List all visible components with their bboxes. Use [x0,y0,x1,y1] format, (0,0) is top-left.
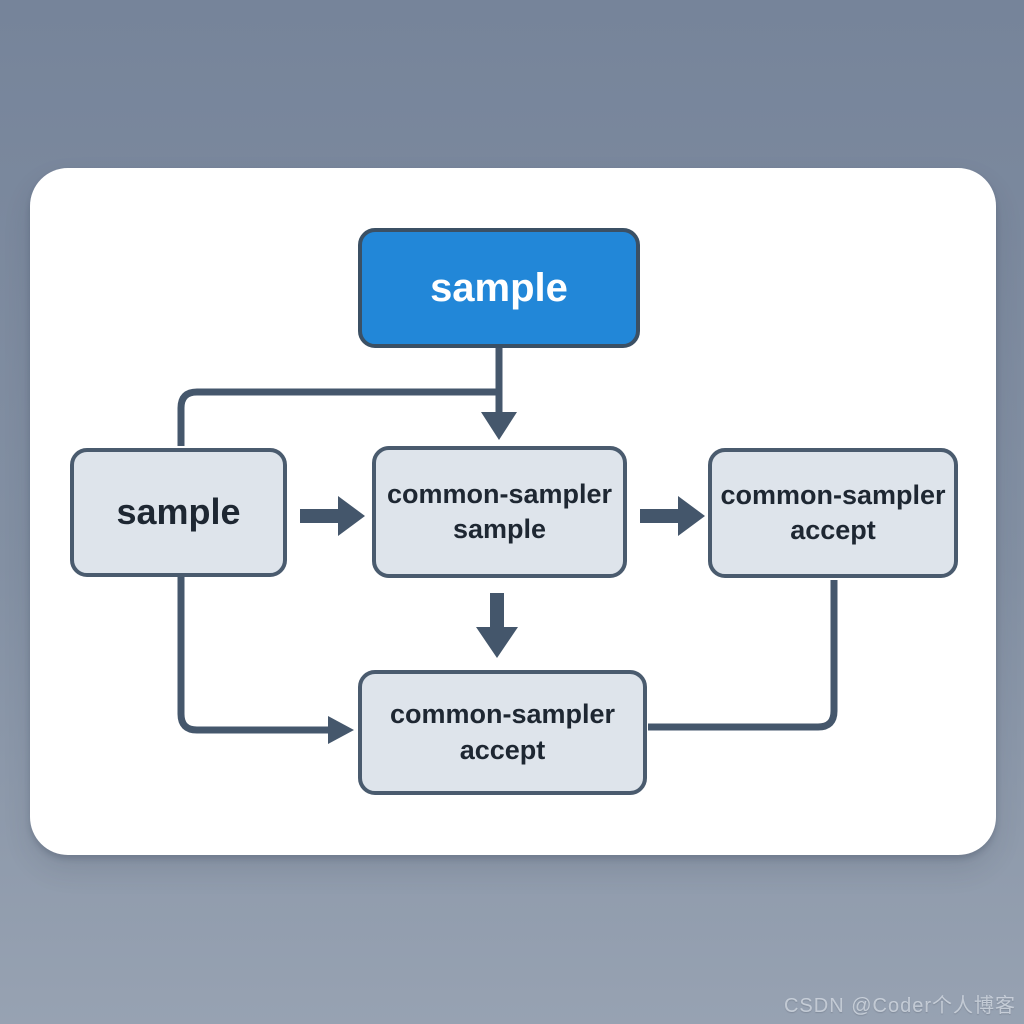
node-label: sample [430,266,568,310]
node-label-line2: accept [459,734,546,765]
node-common-sampler-sample: common-sampler sample [372,446,627,578]
node-label: sample [116,491,241,533]
watermark: CSDN @Coder个人博客 [783,995,1016,1017]
node-label-line1: common-sampler [720,479,946,510]
node-common-sampler-accept-bottom: common-sampler accept [358,670,647,795]
node-label-line1: common-sampler [386,478,613,509]
node-label-line1: common-sampler [389,699,616,730]
node-sample-top: sample [358,228,640,348]
node-sample-left: sample [70,448,287,577]
node-common-sampler-accept-right: common-sampler accept [708,448,958,578]
node-label-line2: sample [452,514,547,544]
node-label-line2: accept [790,515,876,545]
